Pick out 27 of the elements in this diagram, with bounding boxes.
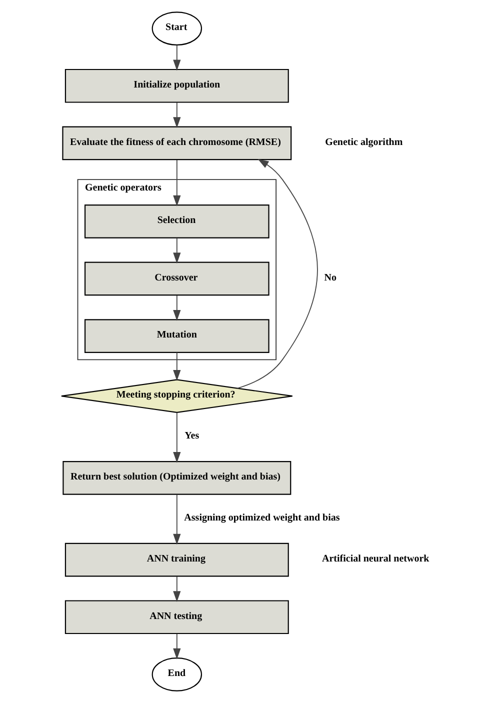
arrow <box>173 159 181 206</box>
node-box: Return best solution (Optimized weight and bias) <box>62 461 292 495</box>
node-box: Initialize population <box>64 68 289 103</box>
node-ellipse: Start <box>152 12 202 46</box>
node-box: ANN testing <box>64 600 289 634</box>
arrow <box>173 494 181 545</box>
arrow <box>173 412 181 463</box>
arrow <box>173 576 181 602</box>
node-box: ANN training <box>64 542 289 577</box>
edge-label: Assigning optimized weight and bias <box>184 512 340 524</box>
label: Artificial neural network <box>322 553 430 564</box>
arrow <box>173 238 181 264</box>
arrow <box>173 102 181 128</box>
arrow <box>173 352 181 381</box>
node-diamond: Meeting stopping criterion? <box>60 379 293 413</box>
node-box: Mutation <box>84 319 270 353</box>
arrow <box>173 294 181 321</box>
label: Genetic algorithm <box>325 136 403 148</box>
edge-label: Yes <box>184 430 200 442</box>
node-box: Crossover <box>84 262 270 296</box>
node-box: Selection <box>84 204 270 238</box>
arrow <box>173 44 181 71</box>
arrow <box>173 633 181 660</box>
node-box: Evaluate the fitness of each chromosome (RMSE) <box>62 126 292 160</box>
edge-label: No <box>324 272 337 284</box>
node-ellipse: End <box>152 658 202 692</box>
arrow <box>237 158 318 389</box>
